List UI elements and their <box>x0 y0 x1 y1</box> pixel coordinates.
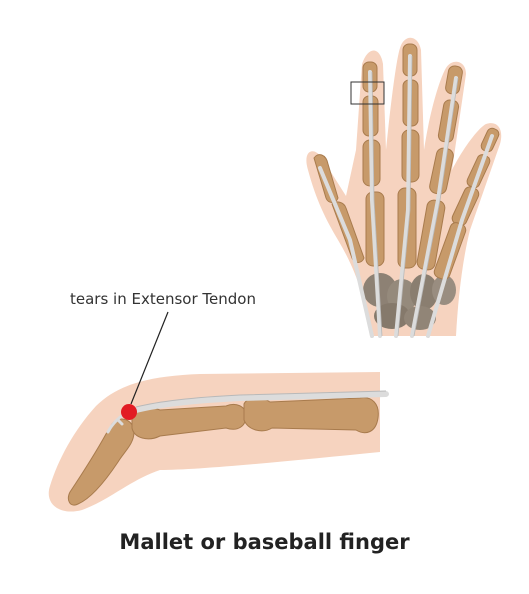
finger-bones <box>67 397 379 506</box>
hand-tendons <box>318 54 494 338</box>
detail-box-icon <box>350 81 385 105</box>
carpal-bones <box>363 273 456 330</box>
callout-label: tears in Extensor Tendon <box>70 290 256 308</box>
extensor-tendon <box>133 391 389 413</box>
extensor-tendon-outline <box>135 390 387 408</box>
injury-marker-icon <box>121 404 137 420</box>
proximal-phalanx <box>243 397 379 434</box>
figure-caption: Mallet or baseball finger <box>119 530 410 554</box>
hand-illustration <box>306 37 502 338</box>
hand-tendons-outline <box>371 55 459 337</box>
finger-side-view <box>48 372 389 512</box>
callout-line <box>130 311 169 405</box>
